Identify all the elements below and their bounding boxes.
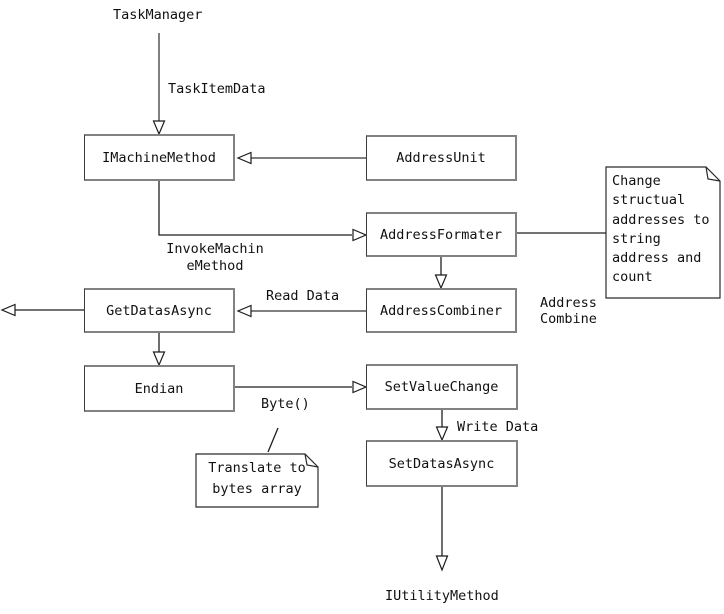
node-addressformater-label: AddressFormater [380, 226, 502, 243]
node-getdatasasync-label: GetDatasAsync [106, 302, 212, 319]
edge-imachinemethod-to-addressformater [158, 181, 352, 236]
node-addresscombiner: AddressCombiner [366, 288, 517, 333]
label-addresscombine: Address Combine [540, 295, 597, 327]
node-addressformater: AddressFormater [366, 212, 517, 257]
note-change-addresses-text: Change structual addresses to string add… [612, 173, 710, 286]
note-translate-connector [267, 427, 279, 453]
node-setdatasasync: SetDatasAsync [366, 440, 518, 487]
label-readdata: Read Data [266, 288, 340, 304]
note-change-addresses-shape [605, 166, 721, 299]
node-setvaluechange: SetValueChange [366, 364, 518, 410]
node-getdatasasync: GetDatasAsync [84, 288, 235, 333]
node-imachinemethod-label: IMachineMethod [102, 149, 216, 166]
arrowhead-down-imachinemethod [152, 120, 166, 136]
note-translate-shape [195, 453, 319, 508]
node-addresscombiner-label: AddressCombiner [380, 302, 502, 319]
arrowhead-down-endian [152, 351, 166, 367]
node-addressunit-label: AddressUnit [396, 150, 486, 166]
arrowhead-right-setvaluechange [352, 380, 368, 394]
node-endian-label: Endian [134, 380, 184, 397]
node-endian: Endian [84, 365, 235, 412]
label-taskmanager: TaskManager [113, 7, 203, 23]
note-translate-text: Translate to bytes array [208, 460, 306, 497]
label-invokemachinemethod: InvokeMachin eMethod [166, 241, 264, 274]
node-setvaluechange-label: SetValueChange [384, 379, 499, 395]
arrowhead-left-imachinemethod [236, 151, 252, 165]
arrowhead-down-iutilitymethod [435, 555, 449, 572]
arrowhead-down-setdatasasync [435, 426, 449, 442]
arrowhead-down-addresscombiner [434, 274, 448, 290]
note-change-addresses-fold [705, 166, 721, 182]
label-writedata: Write Data [457, 419, 539, 435]
label-taskitemdata: TaskItemData [168, 81, 266, 97]
node-imachinemethod: IMachineMethod [84, 134, 235, 181]
arrowhead-right-addressformater [352, 228, 368, 242]
arrowhead-left-offpage [0, 303, 16, 317]
label-byte: Byte() [261, 396, 310, 412]
arrowhead-left-getdatasasync [236, 304, 252, 318]
node-setdatasasync-label: SetDatasAsync [388, 455, 495, 472]
node-addressunit: AddressUnit [366, 135, 517, 181]
label-iutilitymethod: IUtilityMethod [385, 588, 499, 604]
note-translate-fold [304, 453, 319, 468]
